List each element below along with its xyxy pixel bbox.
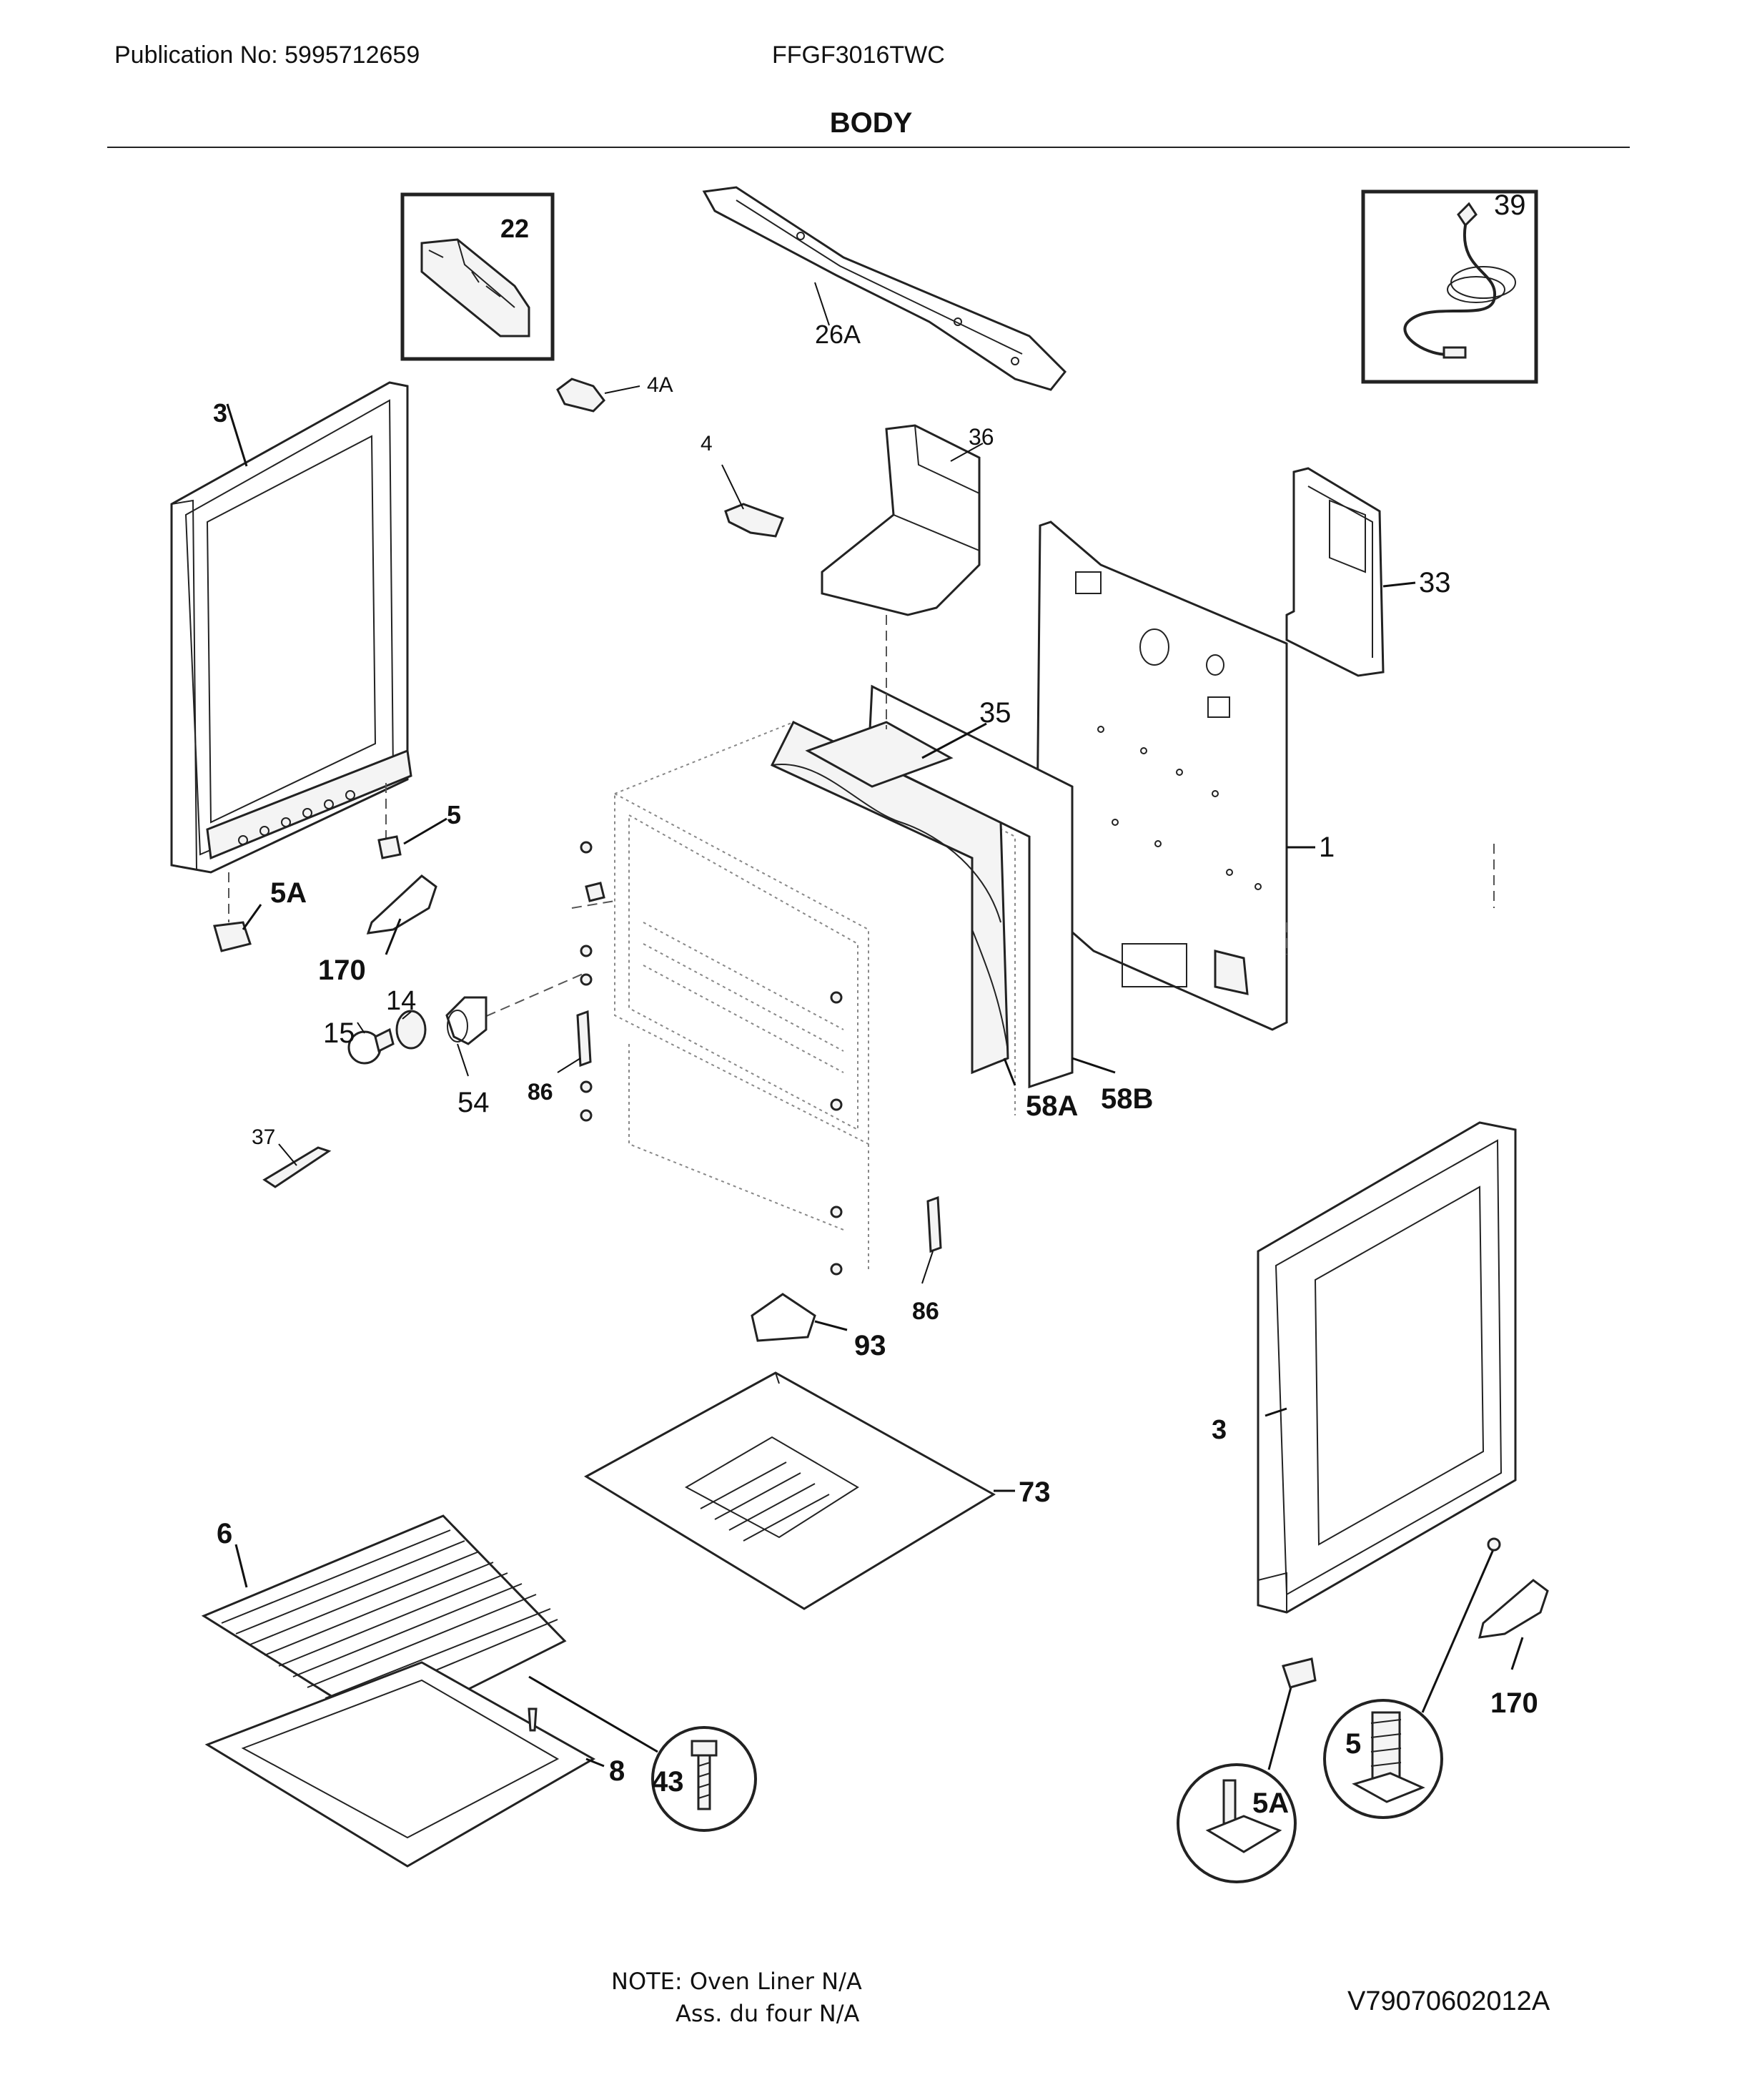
callout-58b: 58B <box>1101 1083 1153 1115</box>
callout-5a-right: 5A <box>1252 1788 1289 1819</box>
callout-14: 14 <box>386 986 416 1016</box>
part-5a-right-leg-zoom[interactable] <box>1177 1763 1297 1883</box>
callout-1: 1 <box>1319 832 1335 863</box>
note-oven-liner: NOTE: Oven Liner N/A <box>611 1968 862 1995</box>
part-86-right-bracket[interactable] <box>926 1196 942 1253</box>
part-14-socket[interactable] <box>395 1010 427 1050</box>
part-5-right-screw <box>1487 1537 1501 1552</box>
callout-3-right: 3 <box>1212 1415 1227 1445</box>
part-5a-left-leg[interactable] <box>213 921 252 952</box>
part-35-plate[interactable] <box>805 721 954 788</box>
part-6-oven-rack[interactable] <box>201 1514 567 1732</box>
part-5-right-leveler-zoom[interactable] <box>1323 1699 1443 1819</box>
callout-43: 43 <box>652 1766 684 1798</box>
callout-5-right: 5 <box>1345 1728 1361 1760</box>
publication-number: Publication No: 5995712659 <box>114 41 420 69</box>
part-8-drawer-panel[interactable] <box>204 1661 596 1868</box>
part-43-small-screw <box>528 1707 538 1732</box>
callout-4: 4 <box>701 432 713 455</box>
part-3-left-side-panel[interactable] <box>170 381 412 874</box>
callout-93: 93 <box>854 1330 886 1361</box>
callout-39: 39 <box>1494 189 1526 221</box>
part-5a-right-leg <box>1282 1657 1317 1689</box>
part-170-right-bracket[interactable] <box>1478 1579 1549 1639</box>
part-22-inset[interactable] <box>400 192 555 361</box>
part-39-inset[interactable] <box>1361 189 1538 384</box>
callout-5a-left: 5A <box>270 877 307 909</box>
part-5a-right-leader <box>1267 1676 1295 1770</box>
part-54-lens[interactable] <box>445 996 488 1045</box>
callout-58a: 58A <box>1026 1090 1078 1122</box>
part-43-leader <box>528 1675 658 1753</box>
part-170-left-bracket[interactable] <box>366 874 437 935</box>
part-1-back-panel[interactable] <box>1035 521 1288 1031</box>
callout-36: 36 <box>969 424 994 450</box>
part-93-cap[interactable] <box>751 1293 816 1342</box>
part-36-duct[interactable] <box>821 424 981 616</box>
callout-35: 35 <box>979 697 1011 729</box>
screw-column <box>580 841 843 1276</box>
callout-4a: 4A <box>647 373 673 397</box>
callout-54: 54 <box>457 1087 490 1118</box>
part-5-left-leveler[interactable] <box>377 835 402 859</box>
part-5-right-leader <box>1421 1547 1495 1713</box>
part-15-bulb[interactable] <box>347 1027 395 1065</box>
part-4a-clip[interactable] <box>556 378 605 413</box>
part-4-clip[interactable] <box>724 503 784 538</box>
callout-86-right: 86 <box>912 1298 939 1325</box>
callout-leaders <box>226 282 1524 1768</box>
callout-22: 22 <box>500 214 529 243</box>
diagram-code: V79070602012A <box>1347 1986 1550 2016</box>
part-86-left-bracket[interactable] <box>576 1010 592 1068</box>
callout-37: 37 <box>252 1125 275 1149</box>
dashed-leaders <box>228 615 1495 1023</box>
callout-3-left: 3 <box>213 398 227 428</box>
page-title: BODY <box>829 107 913 139</box>
part-26a-bracket[interactable] <box>702 186 1067 391</box>
callout-15: 15 <box>323 1017 355 1049</box>
callout-170-left: 170 <box>318 955 366 986</box>
callout-6: 6 <box>217 1518 232 1549</box>
model-number: FFGF3016TWC <box>772 41 945 69</box>
part-43-screw-zoom[interactable] <box>651 1726 757 1832</box>
callout-26a: 26A <box>815 320 861 349</box>
note-oven-liner-french: Ass. du four N/A <box>675 2000 860 2027</box>
title-divider <box>107 147 1630 148</box>
part-33-shield[interactable] <box>1285 467 1385 677</box>
callout-170-right: 170 <box>1490 1687 1538 1719</box>
callout-86-left: 86 <box>528 1079 553 1105</box>
part-37-sensor[interactable] <box>262 1146 332 1188</box>
callout-73: 73 <box>1019 1477 1051 1508</box>
callout-8: 8 <box>609 1755 625 1787</box>
callout-33: 33 <box>1419 567 1451 598</box>
part-73-bottom-tray[interactable] <box>583 1371 996 1610</box>
callout-5-left: 5 <box>447 800 461 829</box>
part-3-right-side-panel[interactable] <box>1257 1121 1517 1614</box>
